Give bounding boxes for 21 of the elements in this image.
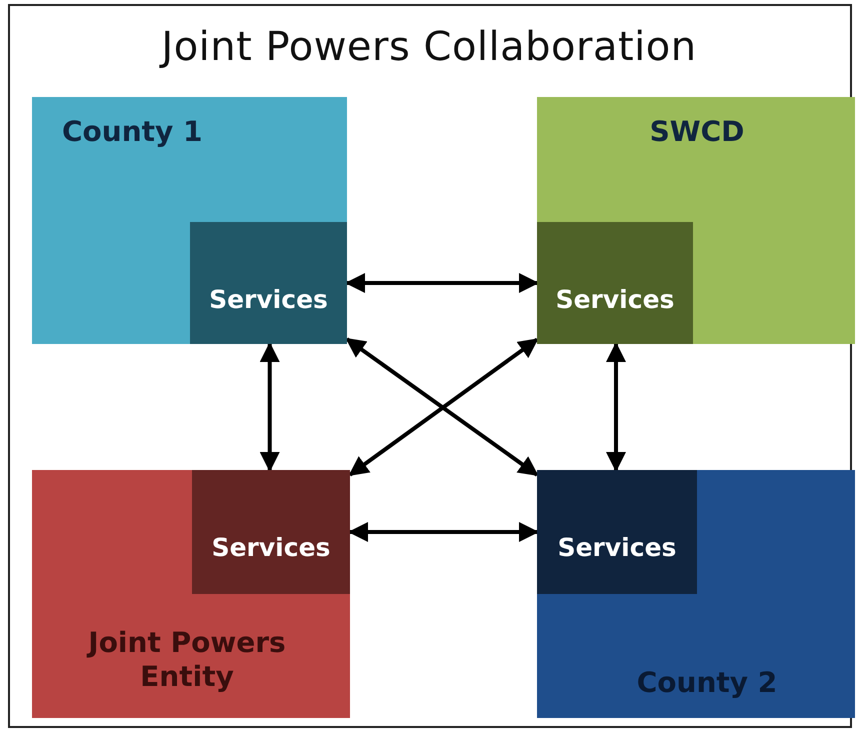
organization-box bbox=[537, 470, 855, 718]
organization-box bbox=[32, 470, 350, 718]
double-arrow bbox=[348, 522, 539, 542]
node-label: Services bbox=[208, 285, 329, 315]
double-arrow bbox=[606, 342, 626, 472]
node-label: Services bbox=[554, 285, 676, 315]
node-label: Services bbox=[556, 533, 678, 563]
services-box bbox=[192, 470, 350, 594]
organization-box bbox=[32, 97, 347, 344]
node-label: County 2 bbox=[636, 666, 778, 700]
services-box bbox=[190, 222, 347, 344]
services-box bbox=[537, 470, 697, 594]
organization-box bbox=[537, 97, 855, 344]
node-label: Services bbox=[210, 533, 332, 563]
diagram-title: Joint Powers Collaboration bbox=[158, 24, 698, 70]
services-box bbox=[537, 222, 693, 344]
double-arrow bbox=[345, 273, 539, 293]
node-label: Joint Powers Entity bbox=[86, 626, 287, 694]
double-arrow bbox=[260, 342, 280, 472]
node-label: SWCD bbox=[648, 115, 746, 149]
node-label: County 1 bbox=[62, 115, 204, 149]
